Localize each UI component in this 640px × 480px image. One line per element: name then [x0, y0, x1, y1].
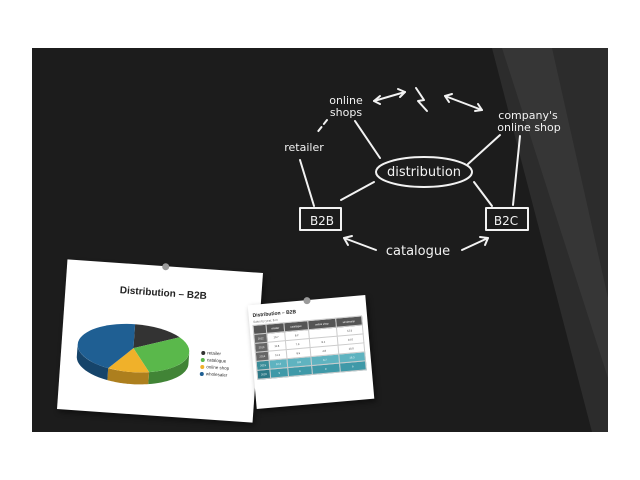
pie-slice-catalogue	[133, 337, 190, 373]
line-distribution-b2c	[473, 181, 493, 207]
pie-slice-online-shop	[108, 348, 150, 373]
dashed-shops-retailer	[315, 119, 328, 135]
word-distribution: distribution	[387, 165, 461, 180]
pie-side-online-shop	[107, 368, 150, 385]
arrow-catalogue-b2c	[461, 237, 489, 251]
b2c-box	[485, 207, 529, 231]
pie-slice-retailer	[133, 324, 180, 349]
pie-slice-wholesaler	[77, 323, 136, 369]
legend-swatch	[200, 364, 205, 369]
line-company-b2c	[512, 135, 521, 206]
chalk-drawing: online shops company's online shop retai…	[284, 48, 608, 432]
table-cell: 9	[339, 360, 367, 373]
arrow-shops-lightning	[373, 91, 406, 102]
word-b2c: B2C	[494, 214, 518, 228]
table-printout: Distribution – B2B Sales by year, $ m re…	[247, 295, 375, 409]
table-cell: 9	[270, 367, 289, 379]
legend-swatch	[199, 371, 204, 376]
blackboard: online shops company's online shop retai…	[32, 48, 608, 432]
magnet-pin	[303, 296, 311, 305]
glare-reflection	[492, 48, 608, 432]
line-retailer-b2b	[299, 159, 315, 207]
distribution-ellipse	[375, 156, 473, 188]
line-shops-distribution	[354, 120, 381, 159]
pie-side-wholesaler	[76, 345, 109, 381]
line-company-distribution	[467, 134, 501, 165]
legend-swatch	[200, 357, 205, 362]
b2b-box	[299, 207, 342, 231]
word-retailer: retailer	[284, 141, 324, 154]
sales-table: retailer catalogue online shop wholesale…	[252, 315, 367, 380]
lightning-icon	[415, 87, 428, 112]
legend-label: retailer	[207, 350, 222, 357]
word-online: online	[329, 94, 363, 107]
pie-chart-printout: Distribution – B2B retailer catalogue on…	[57, 259, 263, 423]
arrow-catalogue-b2b	[343, 237, 377, 251]
word-catalogue: catalogue	[386, 244, 450, 259]
table-cell: 2016	[256, 369, 271, 380]
table-cell: 9	[311, 363, 341, 375]
legend-swatch	[201, 350, 206, 355]
word-b2b: B2B	[310, 214, 334, 228]
word-shops: shops	[330, 106, 362, 119]
arrow-lightning-company	[444, 95, 483, 111]
pie-side-catalogue	[148, 352, 190, 385]
table-cell: 9	[287, 365, 313, 377]
word-online-shop: online shop	[497, 121, 560, 134]
glare-highlight	[502, 48, 608, 378]
pie-chart	[76, 323, 190, 385]
legend-label: wholesaler	[205, 371, 228, 378]
line-distribution-b2b	[340, 181, 375, 201]
pie-legend: retailer catalogue online shop wholesale…	[199, 349, 231, 379]
word-company: company's	[498, 109, 558, 122]
